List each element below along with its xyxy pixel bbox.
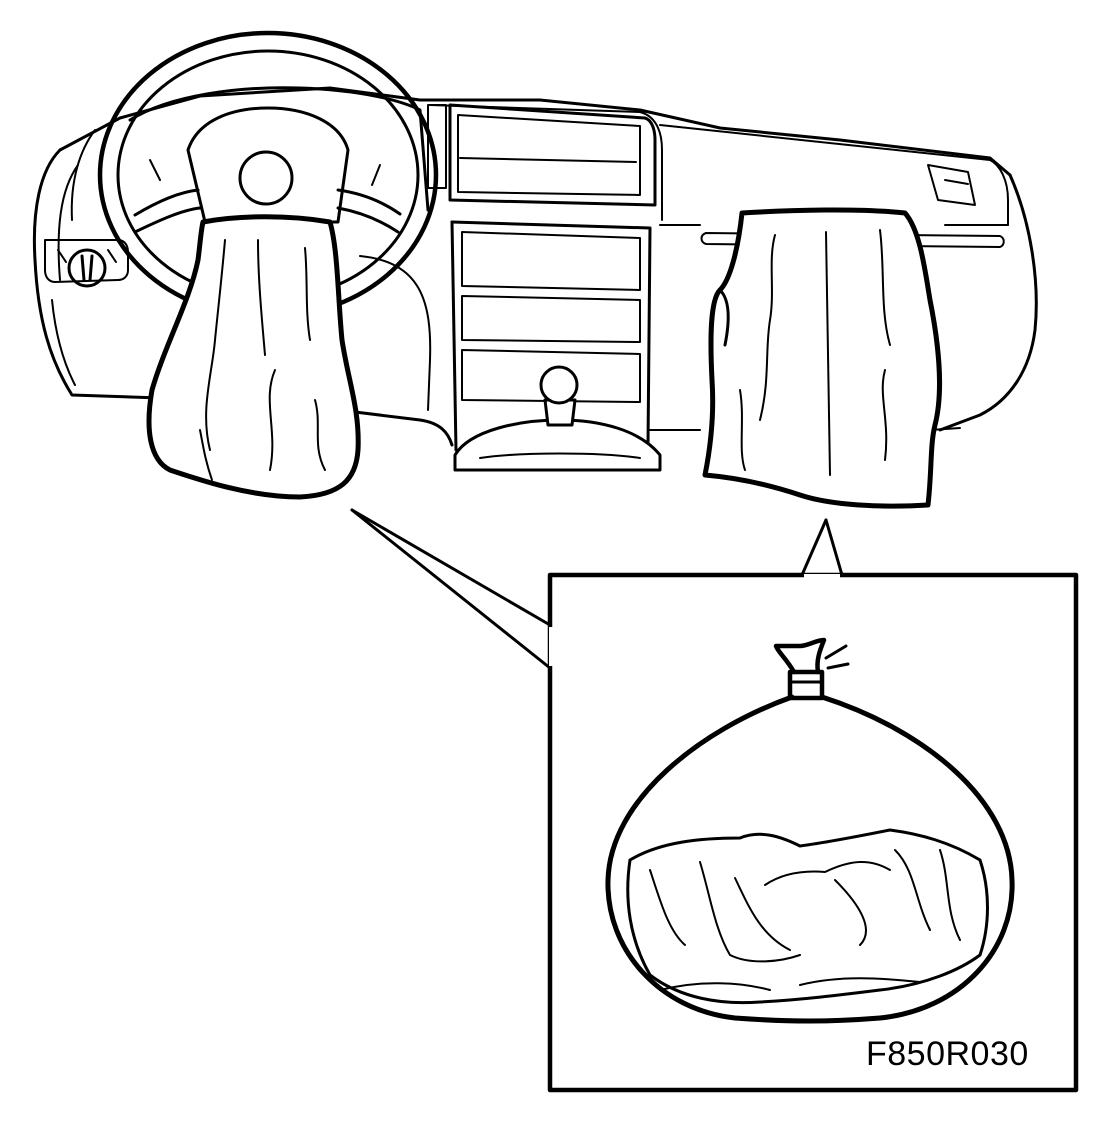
- passenger-airbag-icon: [702, 207, 942, 509]
- driver-airbag-icon: [146, 214, 361, 500]
- tied-bag-icon: [605, 637, 1015, 1024]
- figure-code: F850R030: [866, 1035, 1029, 1073]
- callout-box: [350, 508, 1079, 1093]
- dashboard: [32, 86, 1038, 472]
